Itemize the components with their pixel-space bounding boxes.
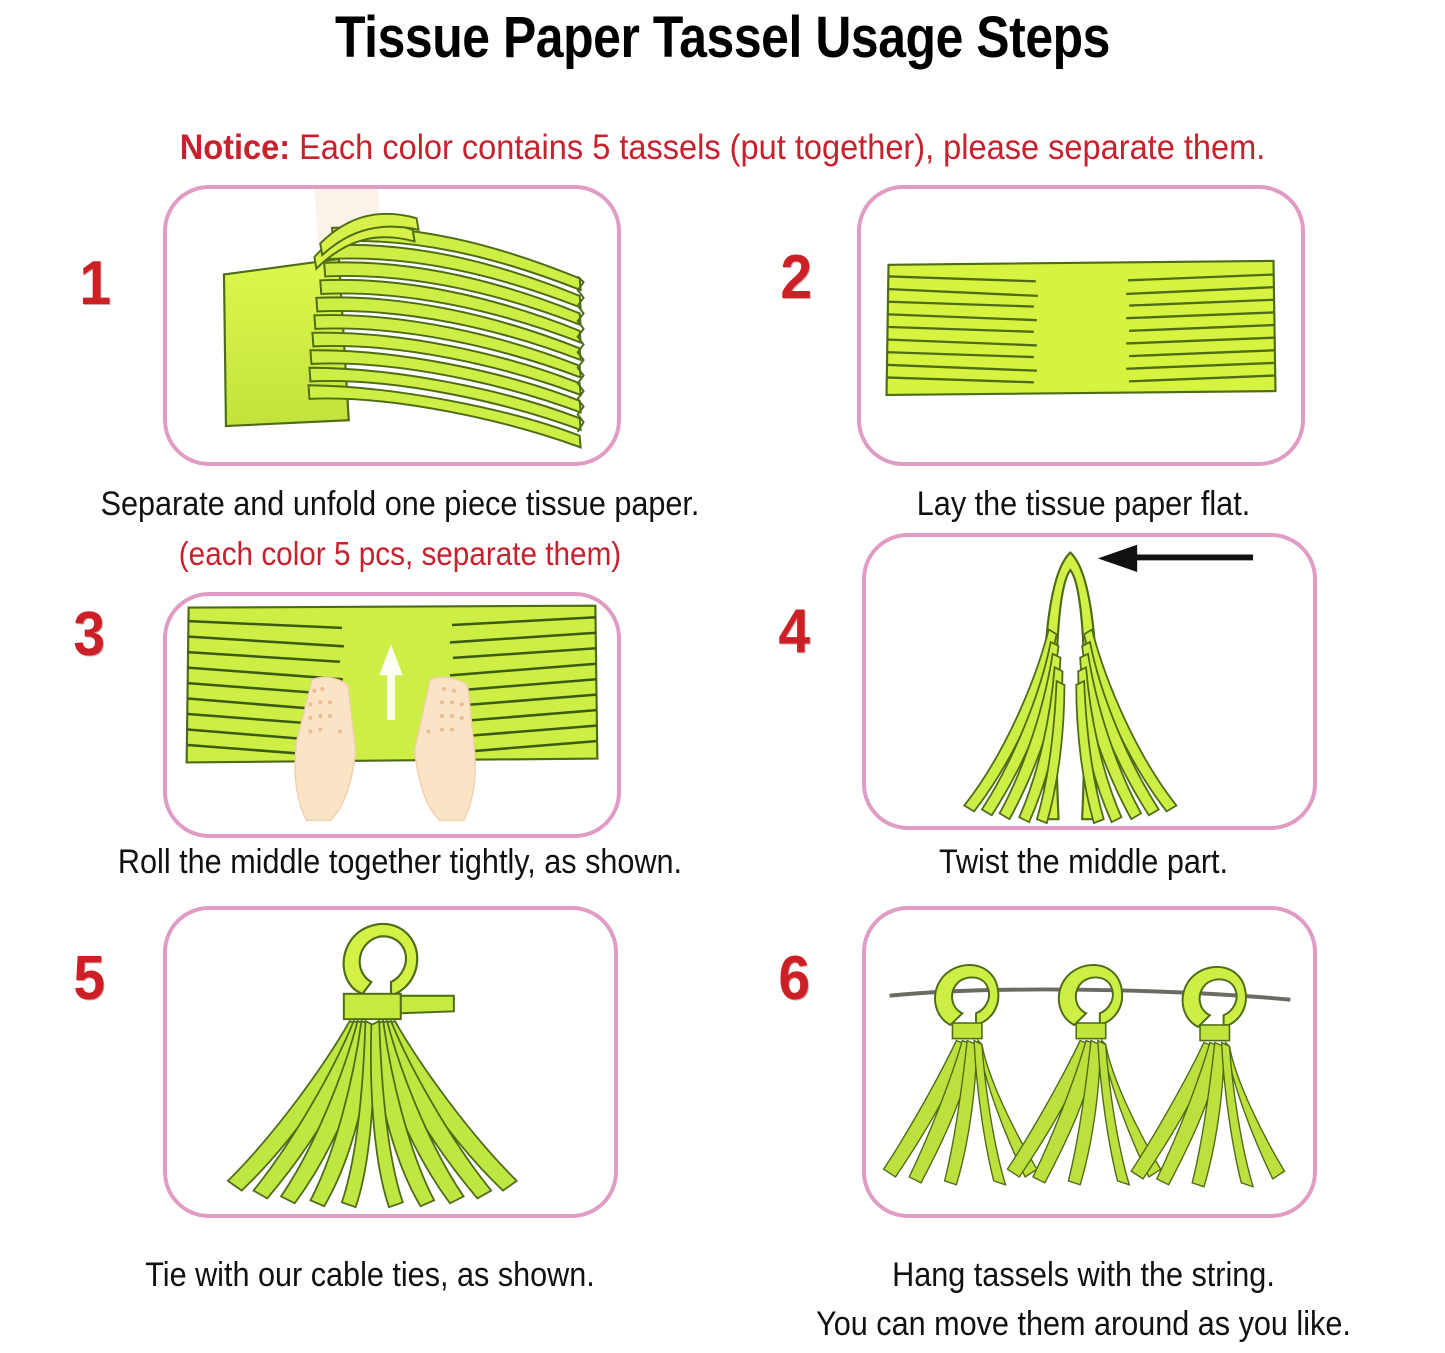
- step-number-6: 6: [778, 944, 811, 1013]
- page-title: Tissue Paper Tassel Usage Steps: [335, 5, 1110, 70]
- step-number-4: 4: [778, 597, 811, 666]
- step-5-caption: Tie with our cable ties, as shown.: [145, 1256, 595, 1294]
- step-number-2: 2: [780, 243, 813, 312]
- step-1-subcaption: (each color 5 pcs, separate them): [178, 535, 622, 572]
- notice-label: Notice:: [179, 128, 291, 167]
- step-3-caption: Roll the middle together tightly, as sho…: [117, 843, 683, 881]
- step-4: 4: [722, 533, 1445, 833]
- twisted-tassel-with-arrow-icon: [962, 544, 1254, 825]
- step-2-caption: Lay the tissue paper flat.: [916, 485, 1251, 523]
- step-6-caption: Hang tassels with the string.: [892, 1256, 1275, 1294]
- tissue-flat-with-slits-icon: [885, 259, 1277, 397]
- step-1-illustration-panel: [163, 185, 621, 466]
- step-number-1: 1: [79, 249, 112, 318]
- step-3-illustration-panel: [163, 592, 621, 838]
- finished-tassel-icon: [226, 922, 519, 1209]
- notice-text: Notice: Each color contains 5 tassels (p…: [51, 128, 1395, 168]
- step-6-subcaption: You can move them around as you like.: [816, 1305, 1351, 1343]
- step-3: 3: [0, 592, 722, 842]
- hands-rolling-middle-icon: [185, 604, 599, 822]
- step-1-caption: Separate and unfold one piece tissue pap…: [100, 485, 700, 523]
- step-number-3: 3: [73, 600, 106, 669]
- step-2: 2: [722, 185, 1445, 475]
- step-6: 6: [722, 906, 1445, 1226]
- step-4-caption: Twist the middle part.: [938, 843, 1229, 881]
- notice-body: Each color contains 5 tassels (put toget…: [290, 128, 1266, 167]
- step-1: 1: [0, 185, 722, 475]
- fringed-tissue-stack-icon: [222, 189, 585, 449]
- left-arrow-icon: [1097, 544, 1254, 573]
- tassels-hanging-on-string-icon: [882, 964, 1291, 1188]
- step-number-5: 5: [73, 944, 106, 1013]
- step-6-illustration-panel: [862, 906, 1317, 1218]
- step-5: 5: [0, 906, 722, 1226]
- step-2-illustration-panel: [857, 185, 1305, 466]
- step-5-illustration-panel: [163, 906, 618, 1218]
- step-4-illustration-panel: [862, 533, 1317, 830]
